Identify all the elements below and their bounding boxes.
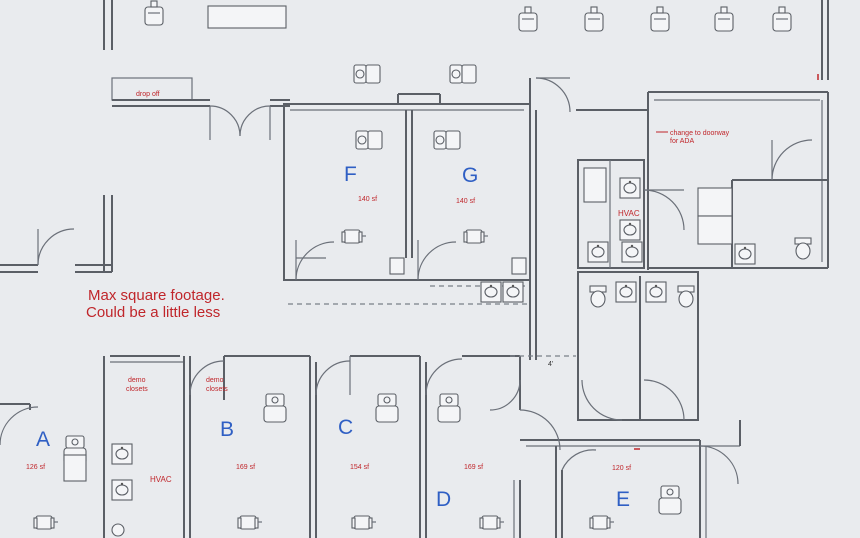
sink-icon <box>619 177 641 199</box>
sink-icon <box>502 281 524 303</box>
styling-chair-icon <box>351 515 377 530</box>
handwritten-note-line-1: Max square footage. <box>88 287 225 304</box>
room-letter-f: F <box>344 163 357 186</box>
demo-closets-label-left: demo closets <box>126 377 148 393</box>
sink-icon <box>480 281 502 303</box>
sink-icon <box>619 219 641 241</box>
dryer-icon <box>650 6 670 32</box>
room-area-b: 169 sf <box>236 464 255 471</box>
demo-closets-label-right: demo closets <box>206 377 228 393</box>
styling-chair-icon <box>33 515 59 530</box>
shampoo-chair-icon <box>263 393 287 423</box>
room-letter-a: A <box>36 428 50 451</box>
room-letter-d: D <box>436 488 451 511</box>
room-areas: 126 sf 169 sf 154 sf 169 sf 120 sf 140 s… <box>26 196 631 472</box>
room-letters: A B C D E F G <box>36 163 630 511</box>
sink-icon <box>645 281 667 303</box>
wash-chair-icon <box>449 64 477 84</box>
dryer-icon <box>772 6 792 32</box>
wash-chair-icon <box>353 64 381 84</box>
wash-chair-icon <box>433 130 461 150</box>
room-letter-b: B <box>220 418 234 441</box>
styling-chair-icon <box>479 515 505 530</box>
dimension-label: 4' <box>548 361 553 368</box>
styling-chair-icon <box>589 515 615 530</box>
styling-chair-icon <box>237 515 263 530</box>
fixtures <box>33 0 819 537</box>
shampoo-chair-icon <box>375 393 399 423</box>
dryer-icon <box>518 6 538 32</box>
toilet-icon <box>677 285 695 308</box>
dryer-icon <box>714 6 734 32</box>
room-area-f: 140 sf <box>358 196 377 203</box>
walls <box>0 0 829 538</box>
sink-icon <box>587 241 609 263</box>
toilet-icon <box>589 285 607 308</box>
room-area-a: 126 sf <box>26 464 45 471</box>
hvac-label-lower: HVAC <box>150 475 172 484</box>
wash-chair-icon <box>355 130 383 150</box>
shampoo-chair-icon <box>658 485 682 515</box>
hvac-label-upper: HVAC <box>618 209 640 218</box>
drop-off-label: drop off <box>136 91 160 98</box>
room-letter-e: E <box>616 488 630 511</box>
room-area-d: 169 sf <box>464 464 483 471</box>
sink-icon <box>621 241 643 263</box>
sink-icon <box>734 243 756 265</box>
shampoo-chair-icon <box>437 393 461 423</box>
dryer-icon <box>144 0 164 26</box>
ada-note: change to doorway for ADA <box>670 130 731 145</box>
room-area-e: 120 sf <box>612 465 631 472</box>
sink-icon <box>111 479 133 501</box>
annotations: drop off demo closets demo closets HVAC … <box>86 91 731 484</box>
toilet-icon <box>794 237 812 260</box>
sink-icon <box>111 443 133 465</box>
sink-icon <box>615 281 637 303</box>
room-area-g: 140 sf <box>456 198 475 205</box>
dryer-icon <box>584 6 604 32</box>
handwritten-note-line-2: Could be a little less <box>86 304 220 321</box>
room-letter-c: C <box>338 416 353 439</box>
room-letter-g: G <box>462 164 478 187</box>
room-area-c: 154 sf <box>350 464 369 471</box>
styling-chair-icon <box>463 229 489 244</box>
styling-chair-icon <box>341 229 367 244</box>
